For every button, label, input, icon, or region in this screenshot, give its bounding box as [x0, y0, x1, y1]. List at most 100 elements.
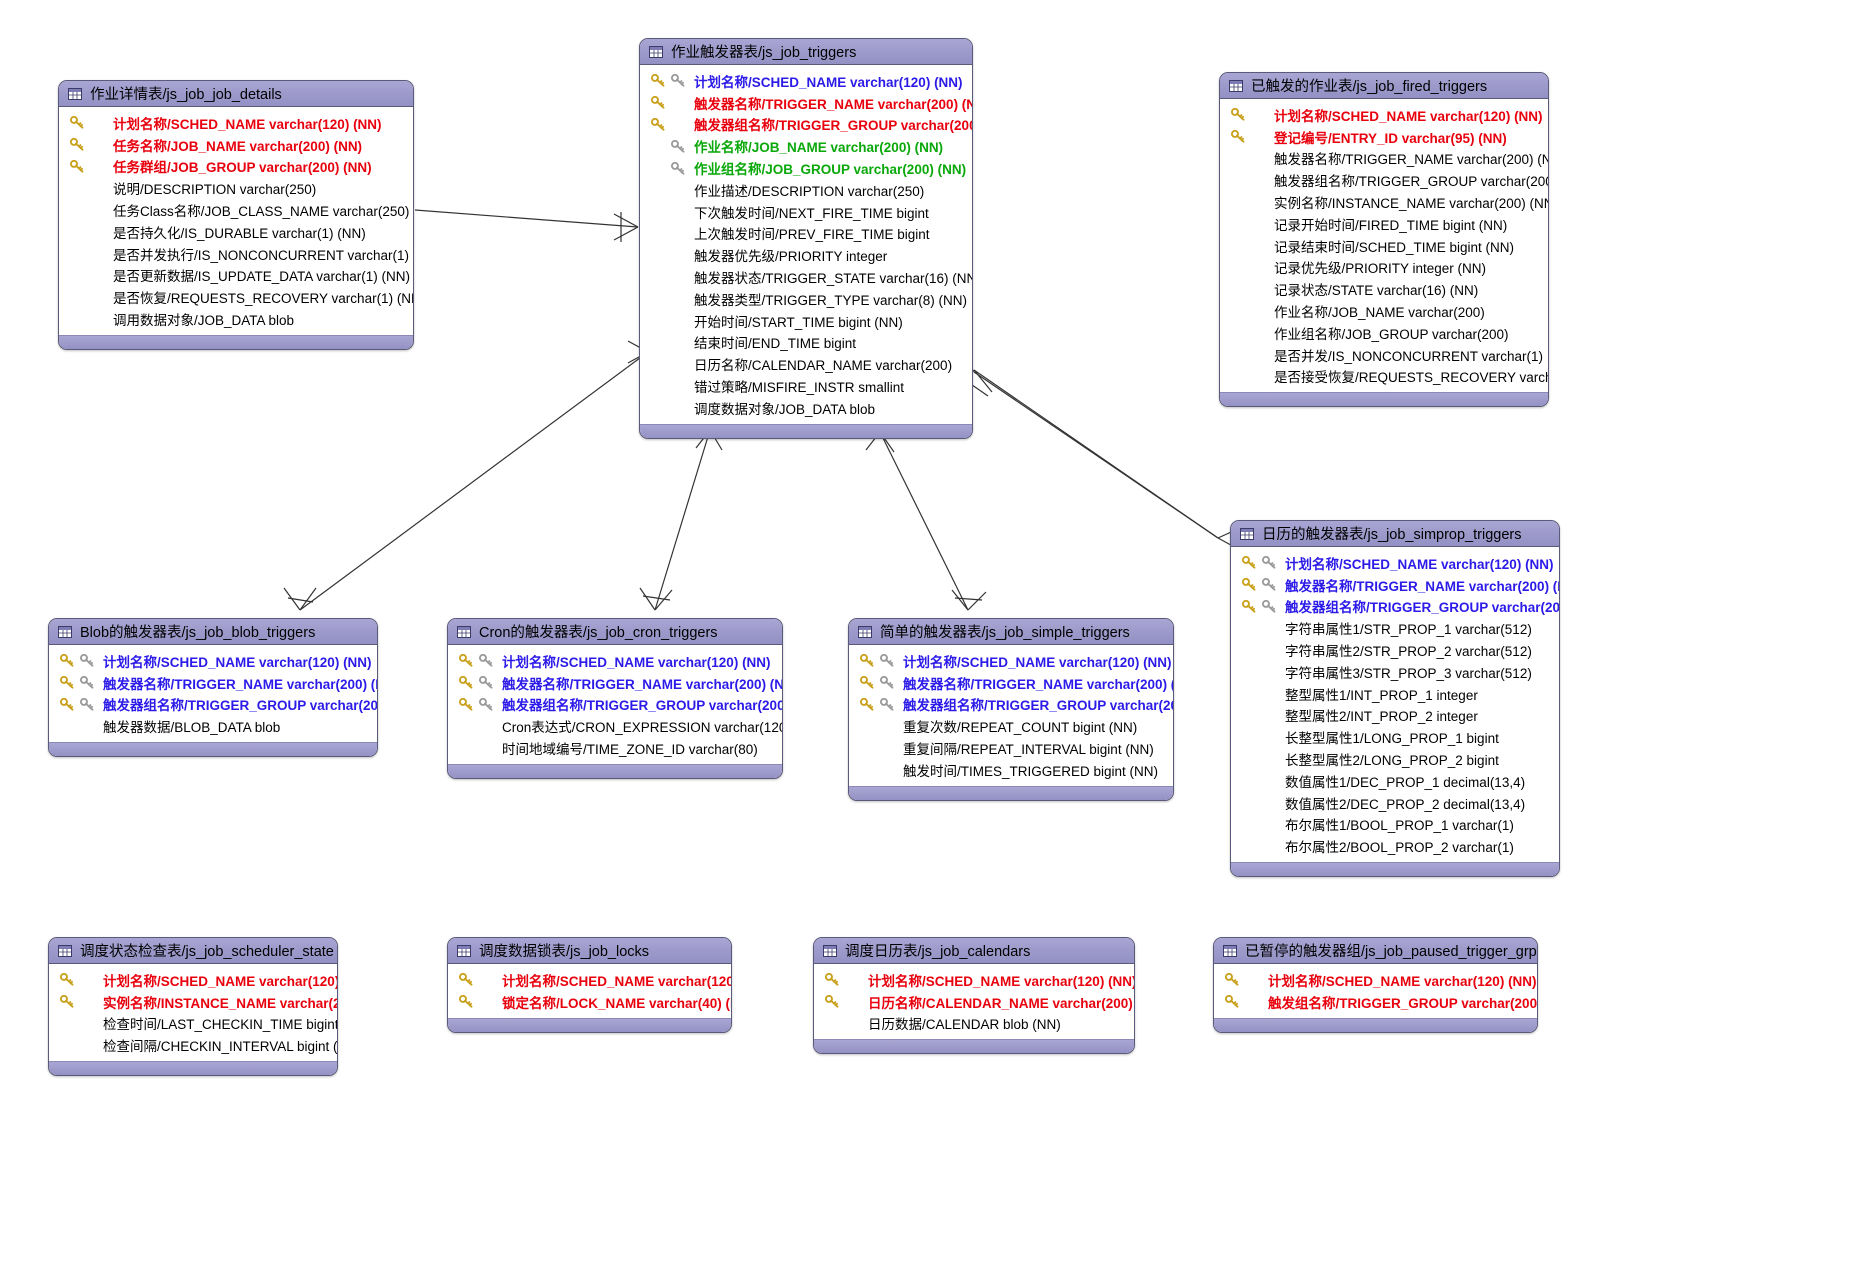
attribute-row[interactable]: 重复次数/REPEAT_COUNT bigint (NN) — [849, 715, 1173, 737]
attribute-row[interactable]: 计划名称/SCHED_NAME varchar(120) (NN) — [1214, 969, 1537, 991]
attribute-row[interactable]: 是否更新数据/IS_UPDATE_DATA varchar(1) (NN) — [59, 265, 413, 287]
attribute-row[interactable]: 是否接受恢复/REQUESTS_RECOVERY varchar(1) — [1220, 366, 1548, 388]
attribute-row[interactable]: 触发器类型/TRIGGER_TYPE varchar(8) (NN) — [640, 288, 972, 310]
attribute-row[interactable]: 实例名称/INSTANCE_NAME varchar(200) (NN) — [49, 991, 337, 1013]
attribute-row[interactable]: 计划名称/SCHED_NAME varchar(120) (NN) — [640, 70, 972, 92]
attribute-row[interactable]: 时间地域编号/TIME_ZONE_ID varchar(80) — [448, 737, 782, 759]
entity-cron_triggers[interactable]: Cron的触发器表/js_job_cron_triggers 计划名称/SCHE… — [447, 618, 783, 779]
entity-paused_trigger_grps[interactable]: 已暂停的触发器组/js_job_paused_trigger_grps 计划名称… — [1213, 937, 1538, 1033]
attribute-row[interactable]: 计划名称/SCHED_NAME varchar(120) (NN) — [49, 969, 337, 991]
attribute-row[interactable]: 下次触发时间/NEXT_FIRE_TIME bigint — [640, 201, 972, 223]
attribute-row[interactable]: 计划名称/SCHED_NAME varchar(120) (NN) — [59, 112, 413, 134]
attribute-row[interactable]: 检查间隔/CHECKIN_INTERVAL bigint (NN) — [49, 1034, 337, 1056]
attribute-row[interactable]: 错过策略/MISFIRE_INSTR smallint — [640, 375, 972, 397]
entity-header-paused_trigger_grps[interactable]: 已暂停的触发器组/js_job_paused_trigger_grps — [1214, 938, 1537, 964]
attribute-row[interactable]: 触发器名称/TRIGGER_NAME varchar(200) (NN) — [1231, 574, 1559, 596]
attribute-row[interactable]: 作业组名称/JOB_GROUP varchar(200) — [1220, 322, 1548, 344]
attribute-row[interactable]: 布尔属性2/BOOL_PROP_2 varchar(1) — [1231, 835, 1559, 857]
attribute-row[interactable]: 数值属性1/DEC_PROP_1 decimal(13,4) — [1231, 770, 1559, 792]
attribute-row[interactable]: 作业名称/JOB_NAME varchar(200) (NN) — [640, 135, 972, 157]
attribute-row[interactable]: 记录结束时间/SCHED_TIME bigint (NN) — [1220, 235, 1548, 257]
attribute-row[interactable]: 是否并发执行/IS_NONCONCURRENT varchar(1) (NN) — [59, 243, 413, 265]
attribute-row[interactable]: 字符串属性3/STR_PROP_3 varchar(512) — [1231, 661, 1559, 683]
attribute-row[interactable]: 触发器组名称/TRIGGER_GROUP varchar(200) (NN) — [849, 694, 1173, 716]
attribute-row[interactable]: 触发器组名称/TRIGGER_GROUP varchar(200) (NN) — [1231, 596, 1559, 618]
entity-header-job_details[interactable]: 作业详情表/js_job_job_details — [59, 81, 413, 107]
attribute-row[interactable]: 数值属性2/DEC_PROP_2 decimal(13,4) — [1231, 792, 1559, 814]
attribute-row[interactable]: 计划名称/SCHED_NAME varchar(120) (NN) — [49, 650, 377, 672]
attribute-row[interactable]: 触发器名称/TRIGGER_NAME varchar(200) (NN) — [640, 92, 972, 114]
entity-header-calendars[interactable]: 调度日历表/js_job_calendars — [814, 938, 1134, 964]
attribute-row[interactable]: 记录优先级/PRIORITY integer (NN) — [1220, 257, 1548, 279]
entity-locks[interactable]: 调度数据锁表/js_job_locks 计划名称/SCHED_NAME varc… — [447, 937, 732, 1033]
attribute-row[interactable]: 长整型属性1/LONG_PROP_1 bigint — [1231, 726, 1559, 748]
attribute-row[interactable]: 重复间隔/REPEAT_INTERVAL bigint (NN) — [849, 737, 1173, 759]
attribute-row[interactable]: 触发器优先级/PRIORITY integer — [640, 244, 972, 266]
entity-scheduler_state[interactable]: 调度状态检查表/js_job_scheduler_state 计划名称/SCHE… — [48, 937, 338, 1077]
entity-simple_triggers[interactable]: 简单的触发器表/js_job_simple_triggers 计划名称/SCHE… — [848, 618, 1174, 801]
attribute-row[interactable]: 计划名称/SCHED_NAME varchar(120) (NN) — [814, 969, 1134, 991]
attribute-row[interactable]: 登记编号/ENTRY_ID varchar(95) (NN) — [1220, 126, 1548, 148]
attribute-row[interactable]: 触发器名称/TRIGGER_NAME varchar(200) (NN) — [49, 672, 377, 694]
attribute-row[interactable]: 日历数据/CALENDAR blob (NN) — [814, 1013, 1134, 1035]
entity-simprop_triggers[interactable]: 日历的触发器表/js_job_simprop_triggers 计划名称/SCH… — [1230, 520, 1560, 878]
entity-job_details[interactable]: 作业详情表/js_job_job_details 计划名称/SCHED_NAME… — [58, 80, 414, 350]
attribute-row[interactable]: 触发器名称/TRIGGER_NAME varchar(200) (NN) — [448, 672, 782, 694]
attribute-row[interactable]: 触发器组名称/TRIGGER_GROUP varchar(200) (NN) — [640, 114, 972, 136]
attribute-row[interactable]: 调用数据对象/JOB_DATA blob — [59, 308, 413, 330]
attribute-row[interactable]: 说明/DESCRIPTION varchar(250) — [59, 177, 413, 199]
attribute-row[interactable]: 任务群组/JOB_GROUP varchar(200) (NN) — [59, 156, 413, 178]
entity-blob_triggers[interactable]: Blob的触发器表/js_job_blob_triggers 计划名称/SCHE… — [48, 618, 378, 758]
attribute-row[interactable]: 字符串属性2/STR_PROP_2 varchar(512) — [1231, 639, 1559, 661]
attribute-row[interactable]: 是否并发/IS_NONCONCURRENT varchar(1) — [1220, 344, 1548, 366]
attribute-row[interactable]: 结束时间/END_TIME bigint — [640, 332, 972, 354]
attribute-row[interactable]: 触发时间/TIMES_TRIGGERED bigint (NN) — [849, 759, 1173, 781]
attribute-row[interactable]: 上次触发时间/PREV_FIRE_TIME bigint — [640, 223, 972, 245]
attribute-row[interactable]: 是否持久化/IS_DURABLE varchar(1) (NN) — [59, 221, 413, 243]
attribute-row[interactable]: 触发器组名称/TRIGGER_GROUP varchar(200) (NN) — [49, 694, 377, 716]
attribute-row[interactable]: 触发器组名称/TRIGGER_GROUP varchar(200) (NN) — [1220, 169, 1548, 191]
attribute-row[interactable]: 开始时间/START_TIME bigint (NN) — [640, 310, 972, 332]
attribute-row[interactable]: 检查时间/LAST_CHECKIN_TIME bigint (NN) — [49, 1013, 337, 1035]
attribute-row[interactable]: 锁定名称/LOCK_NAME varchar(40) (NN) — [448, 991, 731, 1013]
attribute-row[interactable]: 触发器数据/BLOB_DATA blob — [49, 715, 377, 737]
attribute-row[interactable]: 整型属性1/INT_PROP_1 integer — [1231, 683, 1559, 705]
attribute-row[interactable]: 是否恢复/REQUESTS_RECOVERY varchar(1) (NN) — [59, 286, 413, 308]
attribute-row[interactable]: 任务Class名称/JOB_CLASS_NAME varchar(250) (N… — [59, 199, 413, 221]
attribute-row[interactable]: 计划名称/SCHED_NAME varchar(120) (NN) — [1231, 552, 1559, 574]
attribute-row[interactable]: 整型属性2/INT_PROP_2 integer — [1231, 705, 1559, 727]
attribute-row[interactable]: 字符串属性1/STR_PROP_1 varchar(512) — [1231, 617, 1559, 639]
attribute-row[interactable]: 长整型属性2/LONG_PROP_2 bigint — [1231, 748, 1559, 770]
attribute-row[interactable]: 作业组名称/JOB_GROUP varchar(200) (NN) — [640, 157, 972, 179]
attribute-row[interactable]: 触发器名称/TRIGGER_NAME varchar(200) (NN) — [849, 672, 1173, 694]
attribute-row[interactable]: 日历名称/CALENDAR_NAME varchar(200) (NN) — [814, 991, 1134, 1013]
attribute-row[interactable]: 实例名称/INSTANCE_NAME varchar(200) (NN) — [1220, 191, 1548, 213]
entity-header-blob_triggers[interactable]: Blob的触发器表/js_job_blob_triggers — [49, 619, 377, 645]
entity-header-cron_triggers[interactable]: Cron的触发器表/js_job_cron_triggers — [448, 619, 782, 645]
attribute-row[interactable]: 计划名称/SCHED_NAME varchar(120) (NN) — [1220, 104, 1548, 126]
attribute-row[interactable]: 作业描述/DESCRIPTION varchar(250) — [640, 179, 972, 201]
attribute-row[interactable]: 计划名称/SCHED_NAME varchar(120) (NN) — [448, 650, 782, 672]
attribute-row[interactable]: Cron表达式/CRON_EXPRESSION varchar(120) (NN… — [448, 715, 782, 737]
entity-fired_triggers[interactable]: 已触发的作业表/js_job_fired_triggers 计划名称/SCHED… — [1219, 72, 1549, 408]
attribute-row[interactable]: 触发器状态/TRIGGER_STATE varchar(16) (NN) — [640, 266, 972, 288]
entity-header-scheduler_state[interactable]: 调度状态检查表/js_job_scheduler_state — [49, 938, 337, 964]
entity-header-locks[interactable]: 调度数据锁表/js_job_locks — [448, 938, 731, 964]
entity-job_triggers[interactable]: 作业触发器表/js_job_triggers 计划名称/SCHED_NAME v… — [639, 38, 973, 439]
entity-header-job_triggers[interactable]: 作业触发器表/js_job_triggers — [640, 39, 972, 65]
attribute-row[interactable]: 触发组名称/TRIGGER_GROUP varchar(200) (NN) — [1214, 991, 1537, 1013]
entity-header-simple_triggers[interactable]: 简单的触发器表/js_job_simple_triggers — [849, 619, 1173, 645]
entity-header-fired_triggers[interactable]: 已触发的作业表/js_job_fired_triggers — [1220, 73, 1548, 99]
entity-calendars[interactable]: 调度日历表/js_job_calendars 计划名称/SCHED_NAME v… — [813, 937, 1135, 1055]
attribute-row[interactable]: 计划名称/SCHED_NAME varchar(120) (NN) — [849, 650, 1173, 672]
attribute-row[interactable]: 布尔属性1/BOOL_PROP_1 varchar(1) — [1231, 814, 1559, 836]
attribute-row[interactable]: 记录开始时间/FIRED_TIME bigint (NN) — [1220, 213, 1548, 235]
attribute-row[interactable]: 记录状态/STATE varchar(16) (NN) — [1220, 278, 1548, 300]
attribute-row[interactable]: 任务名称/JOB_NAME varchar(200) (NN) — [59, 134, 413, 156]
attribute-row[interactable]: 触发器组名称/TRIGGER_GROUP varchar(200) (NN) — [448, 694, 782, 716]
attribute-row[interactable]: 日历名称/CALENDAR_NAME varchar(200) — [640, 353, 972, 375]
entity-header-simprop_triggers[interactable]: 日历的触发器表/js_job_simprop_triggers — [1231, 521, 1559, 547]
attribute-row[interactable]: 调度数据对象/JOB_DATA blob — [640, 397, 972, 419]
attribute-row[interactable]: 作业名称/JOB_NAME varchar(200) — [1220, 300, 1548, 322]
attribute-row[interactable]: 计划名称/SCHED_NAME varchar(120) (NN) — [448, 969, 731, 991]
